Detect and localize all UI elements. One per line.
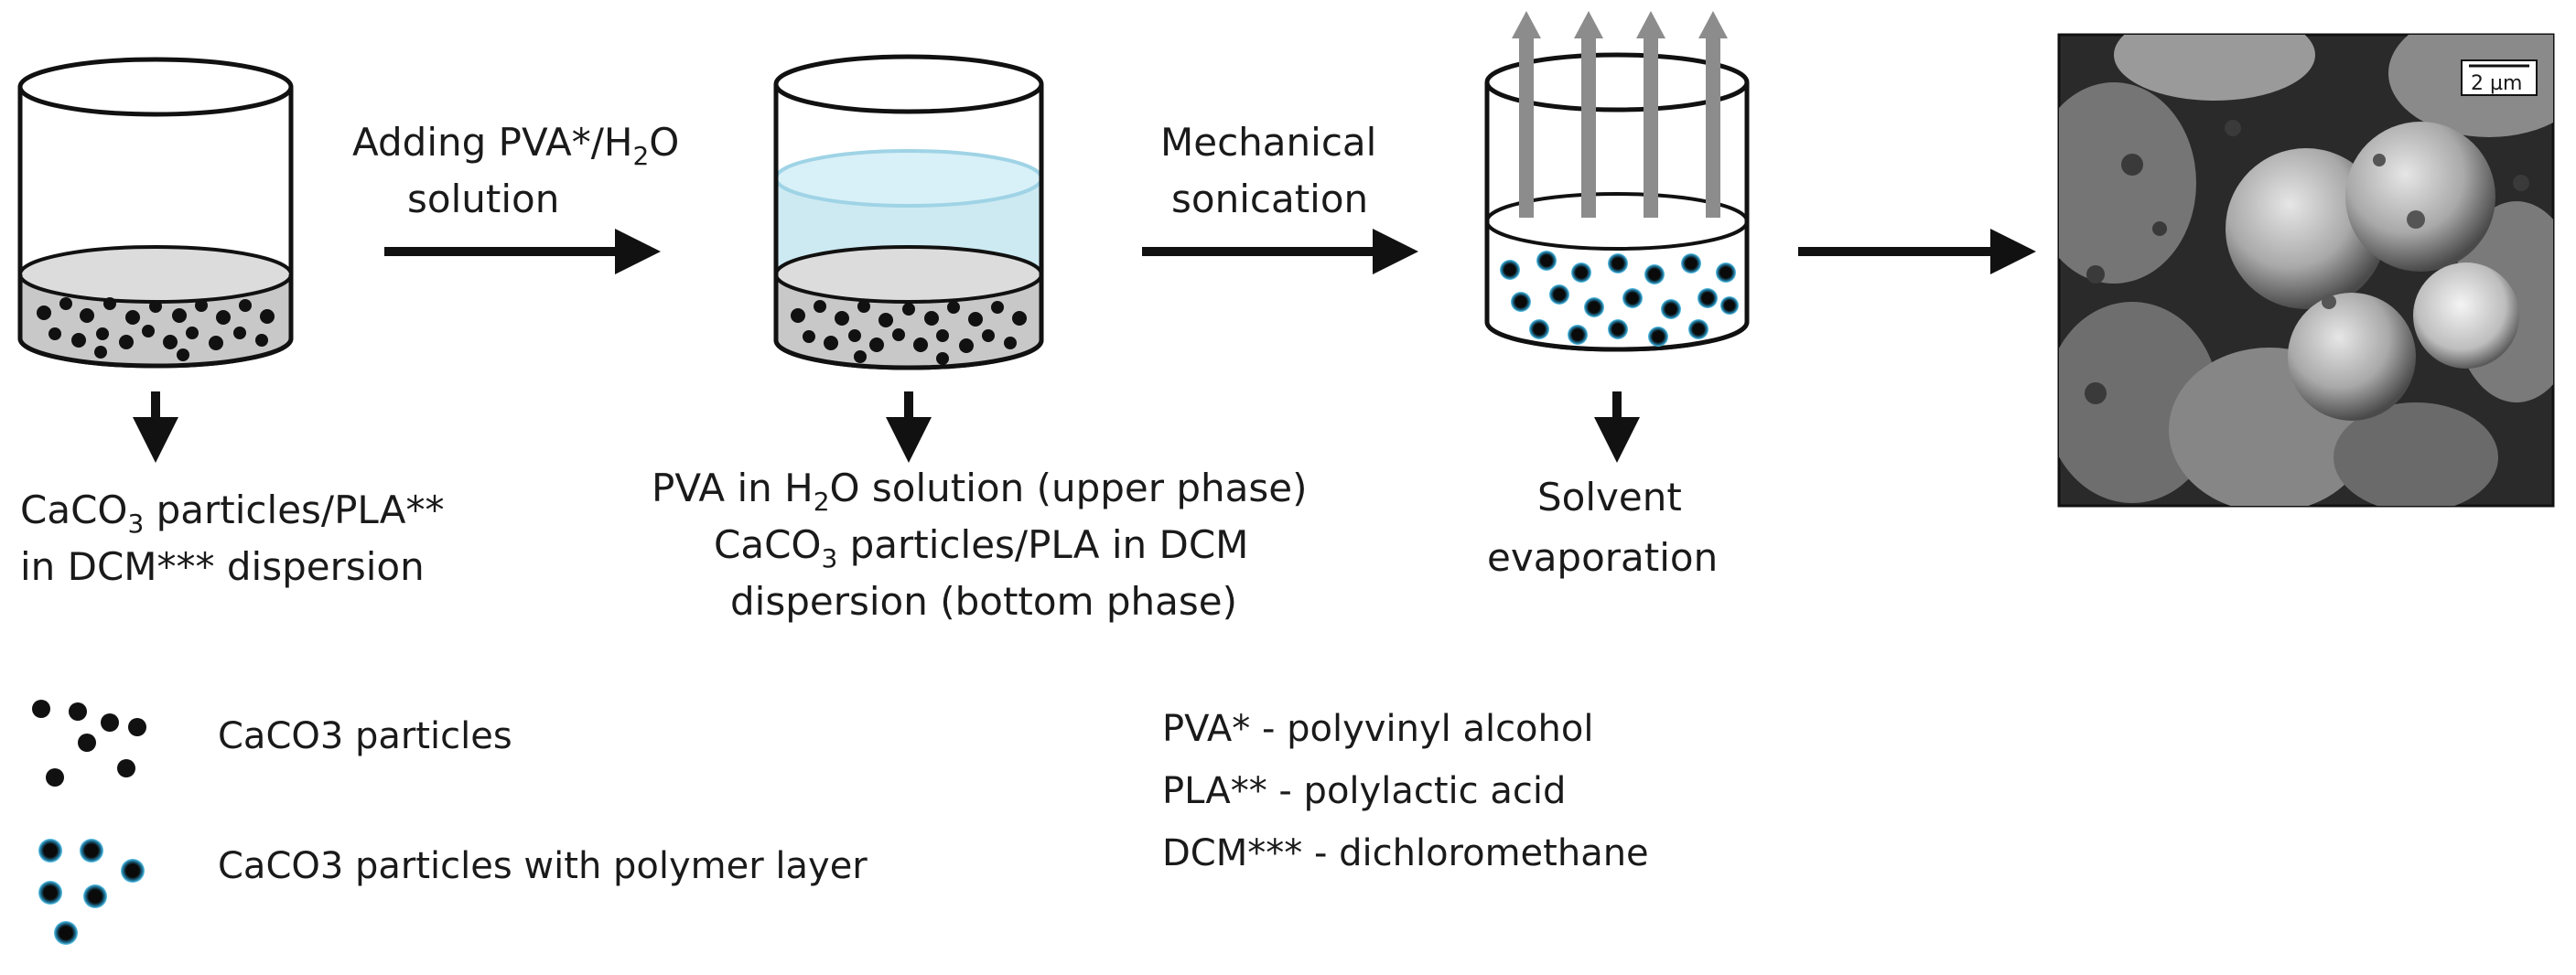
arrow2-label-line1: Mechanical	[1160, 120, 1376, 165]
coated-particles-legend-icon	[38, 839, 145, 945]
step1-label-line1: CaCO3 particles/PLA**	[20, 488, 445, 539]
scale-bar-label: 2 µm	[2471, 72, 2522, 95]
vapor-arrow-icon	[1519, 37, 1534, 218]
microsphere	[2413, 262, 2519, 369]
vapor-arrow-icon	[1706, 37, 1720, 218]
microsphere	[2345, 122, 2495, 272]
legend-particles-label: CaCO3 particles	[218, 715, 512, 757]
abbreviation-dcm: DCM*** - dichloromethane	[1162, 832, 1649, 874]
caco3-particles-group	[791, 300, 1027, 365]
step1-label-line2: in DCM*** dispersion	[20, 544, 425, 589]
abbreviation-pla: PLA** - polylactic acid	[1162, 770, 1566, 812]
beaker-dispersion	[17, 57, 294, 369]
vapor-arrow-icon	[1581, 37, 1596, 218]
arrow2-label-line2: sonication	[1171, 177, 1368, 221]
beaker-two-phase	[773, 54, 1044, 370]
step3-label-line1: Solvent	[1537, 475, 1682, 520]
beaker-evaporation	[1484, 11, 1750, 352]
step3-label-line2: evaporation	[1487, 535, 1718, 580]
step2-label-line3: dispersion (bottom phase)	[730, 579, 1237, 624]
arrow1-label-line1: Adding PVA*/H2O	[352, 120, 679, 171]
coated-particles-group	[1500, 251, 1739, 347]
arrow1-label-line2: solution	[407, 177, 559, 221]
microsphere	[2288, 293, 2416, 421]
step2-label-line1: PVA in H2O solution (upper phase)	[652, 466, 1308, 517]
legend-coated-particles-label: CaCO3 particles with polymer layer	[218, 845, 868, 887]
vapor-arrows	[1512, 11, 1728, 218]
sem-micrograph: 2 µm	[2057, 33, 2555, 508]
legend-coated-particles: CaCO3 particles with polymer layer	[38, 839, 868, 945]
caco3-particles-group	[37, 297, 275, 361]
abbreviation-list: PVA* - polyvinyl alcohol PLA** - polylac…	[1162, 708, 1649, 874]
legend-particles: CaCO3 particles	[32, 700, 512, 787]
step2-label-line2: CaCO3 particles/PLA in DCM	[714, 522, 1248, 573]
vapor-arrow-icon	[1644, 37, 1658, 218]
abbreviation-pva: PVA* - polyvinyl alcohol	[1162, 708, 1593, 750]
particles-legend-icon	[32, 700, 146, 787]
